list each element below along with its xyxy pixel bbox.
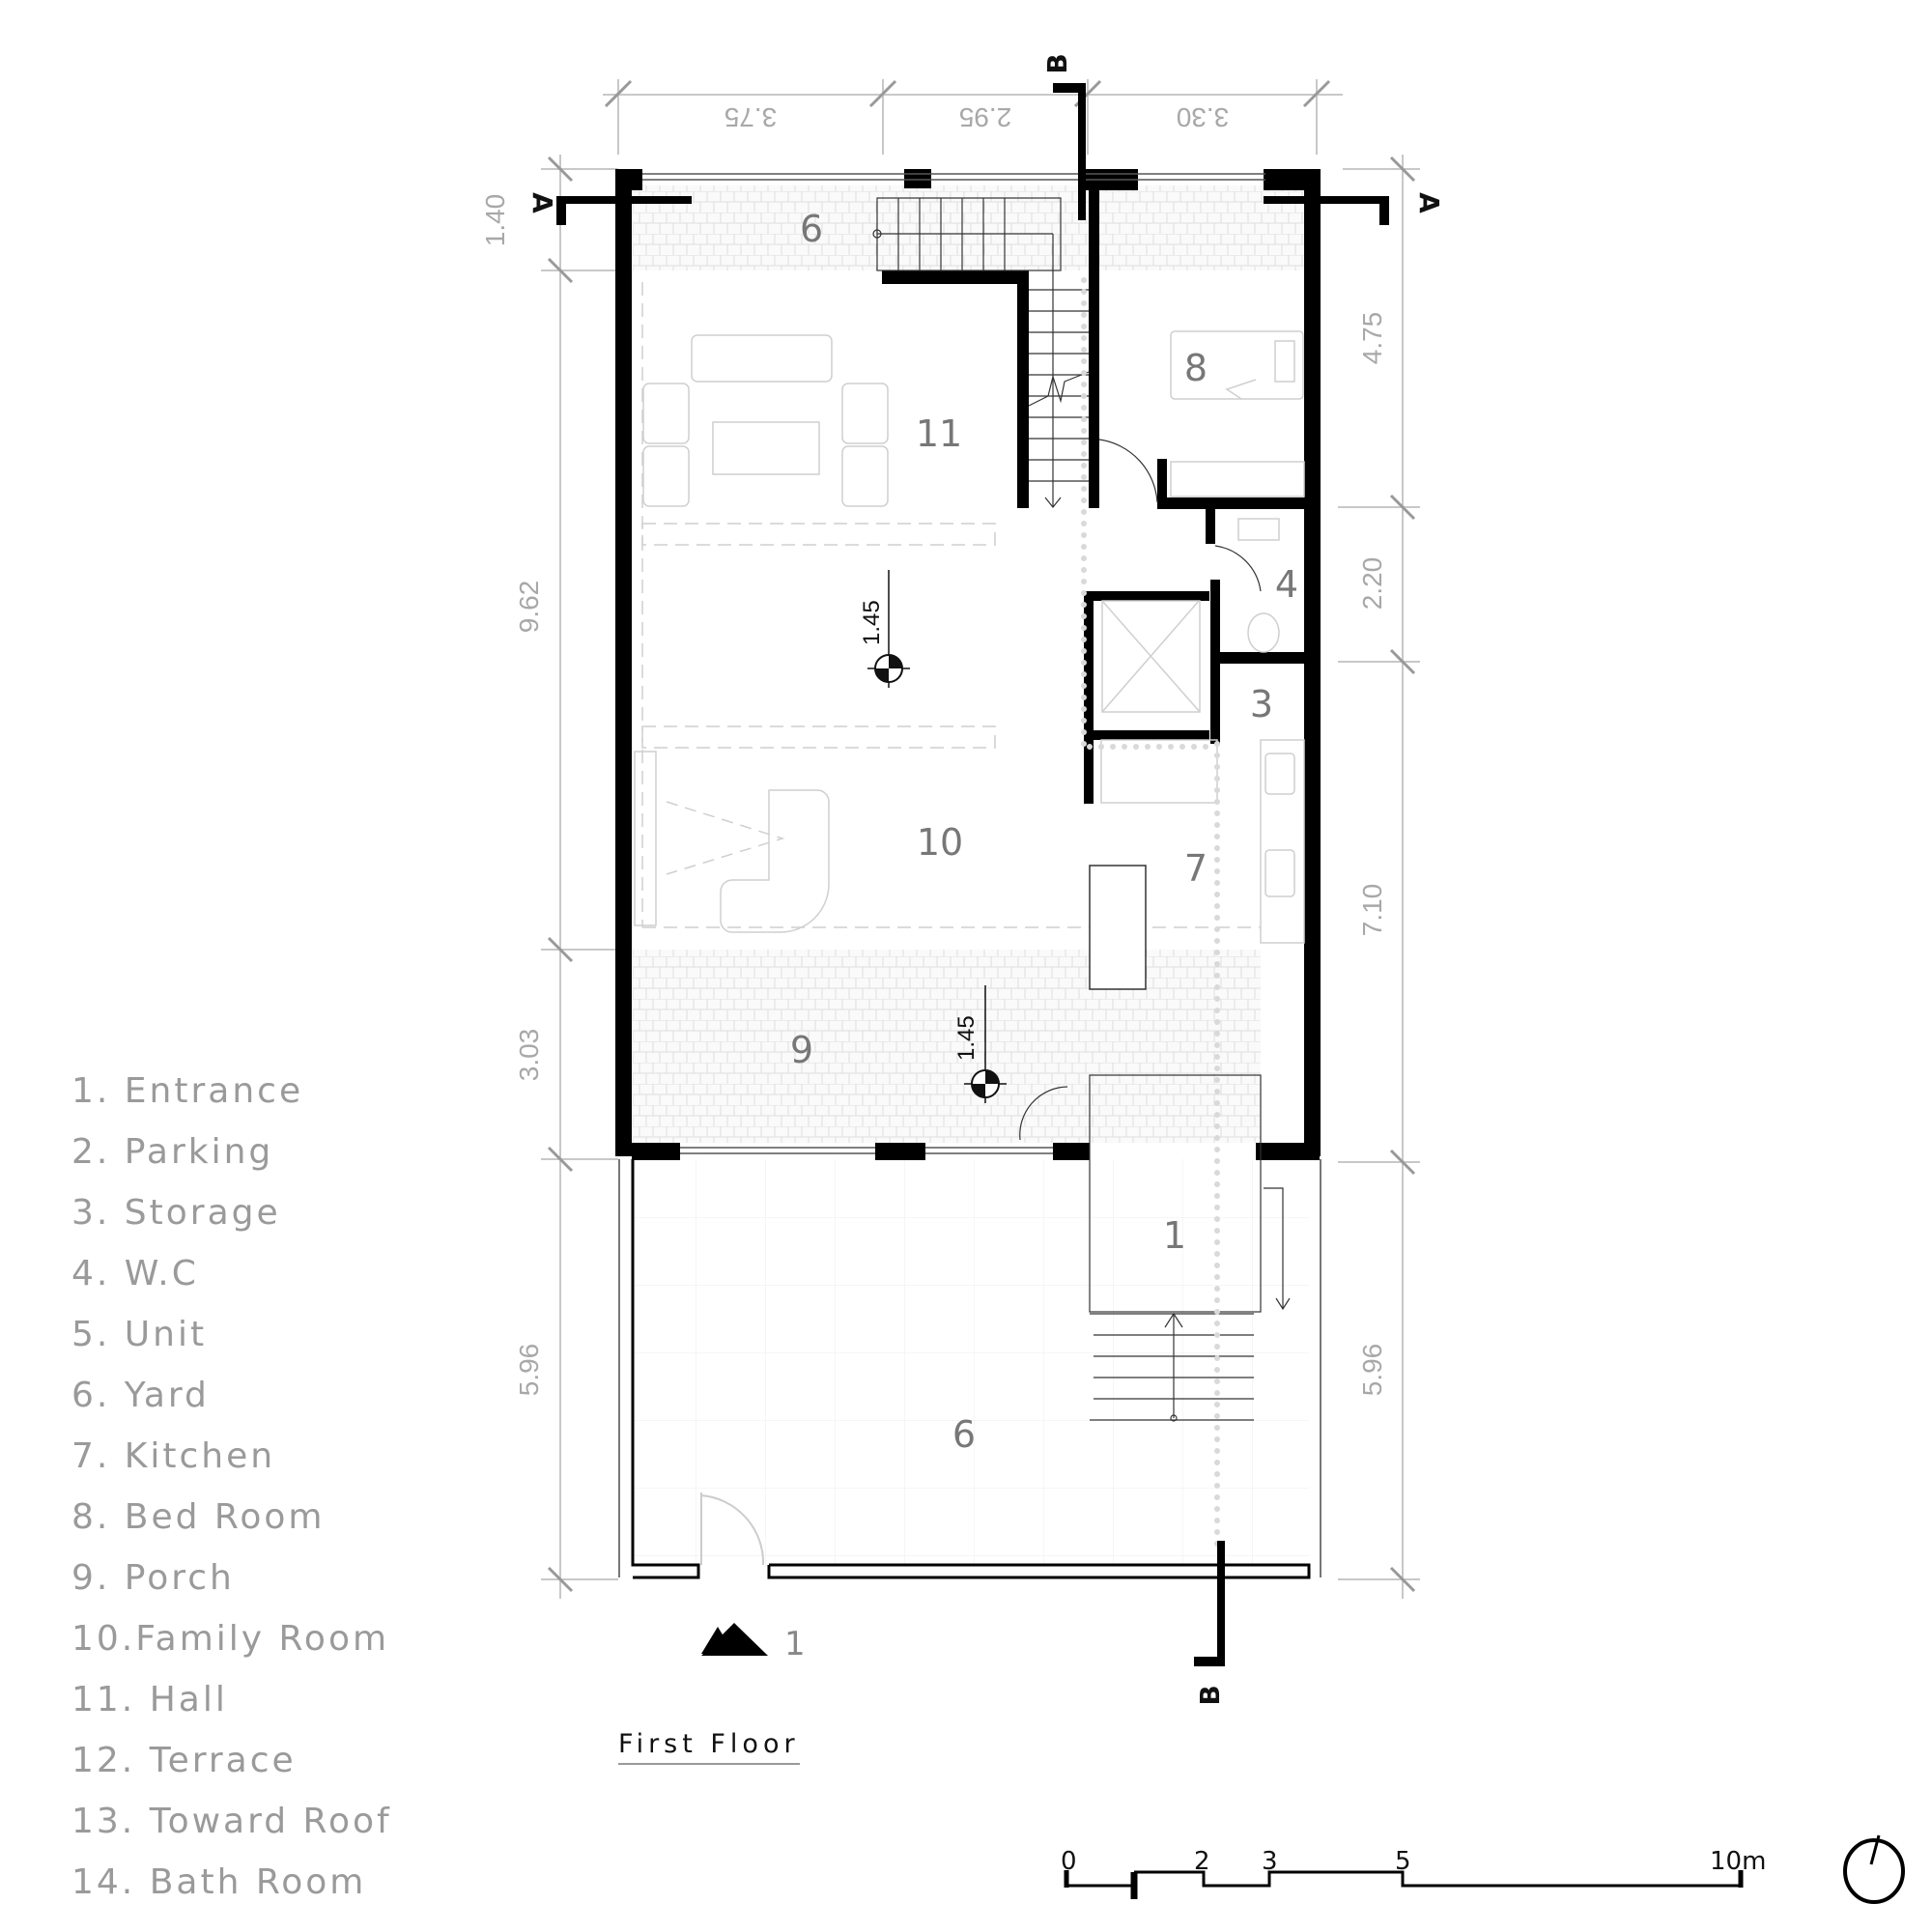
- section-marker-a-left: [556, 196, 692, 225]
- section-label-b-top: B: [1041, 53, 1073, 73]
- furniture: [634, 282, 1305, 944]
- scale-tick-10m: 10m: [1710, 1847, 1766, 1876]
- legend-item: 3. Storage: [71, 1193, 281, 1233]
- section-label-b-bottom: B: [1194, 1685, 1226, 1705]
- level-value-porch: 1.45: [953, 1015, 980, 1061]
- dim-top-3: 3.30: [1177, 102, 1230, 132]
- section-label-a-right: A: [1413, 192, 1445, 213]
- room-label-porch-bottom: 9: [790, 1029, 813, 1071]
- north-arrow-icon: [1843, 1834, 1905, 1904]
- dim-left-3: 3.03: [514, 1029, 544, 1082]
- axis-dots: [1081, 277, 1220, 1548]
- legend-item: 10.Family Room: [71, 1619, 390, 1659]
- dim-right-1: 4.75: [1357, 312, 1387, 365]
- stairs-upper: [872, 197, 1090, 508]
- room-label-porch-top: 9: [800, 206, 823, 248]
- legend-item: 6. Yard: [71, 1376, 210, 1415]
- room-label-wc: 4: [1275, 563, 1298, 606]
- kitchen-island: [1089, 865, 1147, 990]
- yard-tiles: [633, 1159, 1309, 1567]
- legend-item: 1. Entrance: [71, 1071, 304, 1111]
- scale-bar: [1064, 1870, 1744, 1899]
- scale-tick-5: 5: [1395, 1847, 1411, 1876]
- section-label-a-left: A: [526, 192, 558, 213]
- section-marker-b-top: [1053, 83, 1086, 220]
- dim-left-1: 1.40: [480, 194, 510, 247]
- view-marker-number: 1: [784, 1625, 806, 1663]
- dim-right-3: 7.10: [1357, 884, 1387, 937]
- room-legend: 1. Entrance 2. Parking 3. Storage 4. W.C…: [71, 1061, 392, 1913]
- entrance-landing-paving: [1090, 1075, 1261, 1143]
- dim-top-1: 3.75: [724, 102, 778, 132]
- legend-item: 12. Terrace: [71, 1741, 297, 1780]
- yard-gate-door-icon: [700, 1492, 765, 1566]
- dim-left-2: 9.62: [514, 581, 544, 634]
- legend-item: 4. W.C: [71, 1254, 199, 1293]
- level-marker-hall: 1.45: [859, 570, 910, 688]
- room-label-entrance: 1: [1163, 1214, 1186, 1257]
- scale-tick-0: 0: [1061, 1847, 1077, 1876]
- legend-item: 8. Bed Room: [71, 1497, 326, 1537]
- section-marker-b-bottom: [1194, 1541, 1225, 1666]
- doors: [1019, 439, 1262, 1141]
- stairs-entrance: [1089, 1074, 1291, 1422]
- porch-top-paving: [633, 185, 1307, 270]
- dimension-ticks: [547, 79, 1416, 1593]
- dimension-lines: [541, 79, 1420, 1599]
- dim-right-4: 5.96: [1357, 1344, 1387, 1397]
- legend-item: 5. Unit: [71, 1315, 208, 1354]
- windows: [642, 173, 1265, 1154]
- legend-item: 13. Toward Roof: [71, 1802, 392, 1841]
- view-direction-triangle-fill: [701, 1623, 768, 1656]
- legend-item: 2. Parking: [71, 1132, 274, 1172]
- legend-item: 11. Hall: [71, 1680, 228, 1719]
- dim-left-4: 5.96: [514, 1344, 544, 1397]
- scale-tick-2: 2: [1194, 1847, 1210, 1876]
- room-label-bedroom: 8: [1184, 347, 1208, 389]
- room-label-kitchen: 7: [1184, 847, 1208, 890]
- level-value-hall: 1.45: [859, 600, 885, 645]
- scale-tick-3: 3: [1262, 1847, 1278, 1876]
- legend-item: 7. Kitchen: [71, 1436, 276, 1476]
- level-marker-porch: 1.45: [953, 985, 1007, 1103]
- dim-top-2: 2.95: [959, 102, 1012, 132]
- room-label-storage: 3: [1250, 683, 1273, 725]
- room-label-hall: 11: [916, 412, 962, 455]
- section-marker-a-right: [1264, 196, 1389, 225]
- legend-item: 14. Bath Room: [71, 1862, 367, 1902]
- yard-boundary: [618, 1159, 1321, 1579]
- room-label-yard: 6: [952, 1413, 976, 1456]
- room-label-family-room: 10: [917, 821, 963, 864]
- dim-right-2: 2.20: [1357, 557, 1387, 611]
- legend-item: 9. Porch: [71, 1558, 235, 1598]
- drawing-title: First Floor: [618, 1729, 800, 1765]
